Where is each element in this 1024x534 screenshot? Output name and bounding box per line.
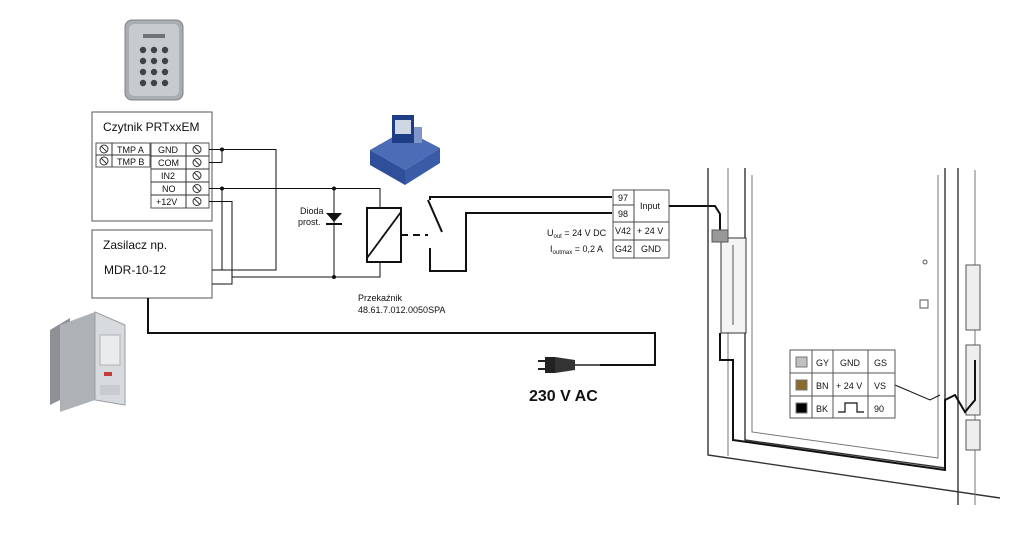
func-gnd: GND xyxy=(641,244,662,254)
pin-97: 97 xyxy=(618,193,628,203)
diode-label-1: Dioda xyxy=(300,206,324,216)
terminal-gnd: GND xyxy=(158,145,179,155)
diode-label-2: prost. xyxy=(298,217,321,227)
reader-title: Czytnik PRTxxEM xyxy=(103,120,199,134)
psu-title: Zasilacz np. xyxy=(103,238,167,252)
psu-model: MDR-10-12 xyxy=(104,263,166,277)
pin-vs: VS xyxy=(874,381,886,391)
mains-voltage-label: 230 V AC xyxy=(529,388,598,405)
mains-wiring: 230 V AC xyxy=(147,298,656,405)
relay-label: Przekaźnik xyxy=(358,293,403,303)
iout-spec: Ioutmax = 0,2 A xyxy=(550,244,603,256)
psu-box: Zasilacz np. MDR-10-12 xyxy=(91,229,213,299)
code-gy: GY xyxy=(816,358,829,368)
func-24v: + 24 V xyxy=(637,226,663,236)
lock-terminal-table: 97 98 V42 G42 Input + 24 V GND Uout = 24… xyxy=(547,189,721,259)
reader-right-terminals: GND COM IN2 NO +12V xyxy=(150,142,210,209)
terminal-no: NO xyxy=(162,184,176,194)
relay-module-photo xyxy=(370,115,440,185)
code-bn: BN xyxy=(816,381,829,391)
pin-gs: GS xyxy=(874,358,887,368)
relay-part-number: 48.61.7.012.0050SPA xyxy=(358,305,445,315)
color-swatch-bk xyxy=(795,402,808,414)
pin-98: 98 xyxy=(618,209,628,219)
control-wiring: Dioda prost. xyxy=(209,147,381,285)
reader-box: Czytnik PRTxxEM TMP A TMP B xyxy=(91,111,213,222)
screw-icon xyxy=(192,145,202,206)
reader-left-terminals: TMP A TMP B xyxy=(95,142,151,168)
color-swatch-bn xyxy=(795,379,808,391)
diode-icon xyxy=(326,213,342,222)
function-24v: + 24 V xyxy=(836,381,862,391)
terminal-in2: IN2 xyxy=(161,171,175,181)
pin-90: 90 xyxy=(874,404,884,414)
terminal-com: COM xyxy=(158,158,179,168)
relay-symbol: Przekaźnik 48.61.7.012.0050SPA xyxy=(358,196,612,315)
terminal-tmp-a: TMP A xyxy=(117,145,144,155)
func-input: Input xyxy=(640,201,661,211)
keypad-reader-photo xyxy=(124,19,184,101)
screw-icon xyxy=(99,144,109,166)
pulse-signal-icon xyxy=(838,402,864,413)
pin-g42: G42 xyxy=(615,244,632,254)
door-lock-drawing xyxy=(707,168,1001,505)
mains-plug-icon xyxy=(538,357,600,373)
function-gnd: GND xyxy=(840,358,861,368)
terminal-tmp-b: TMP B xyxy=(117,157,144,167)
din-rail-psu-photo xyxy=(50,311,126,412)
color-swatch-gy xyxy=(795,356,808,368)
terminal-12v: +12V xyxy=(156,197,177,207)
pin-v42: V42 xyxy=(615,226,631,236)
code-bk: BK xyxy=(816,404,828,414)
uout-spec: Uout = 24 V DC xyxy=(547,228,607,240)
cable-legend: GY BN BK GND + 24 V GS VS 90 xyxy=(789,349,896,419)
